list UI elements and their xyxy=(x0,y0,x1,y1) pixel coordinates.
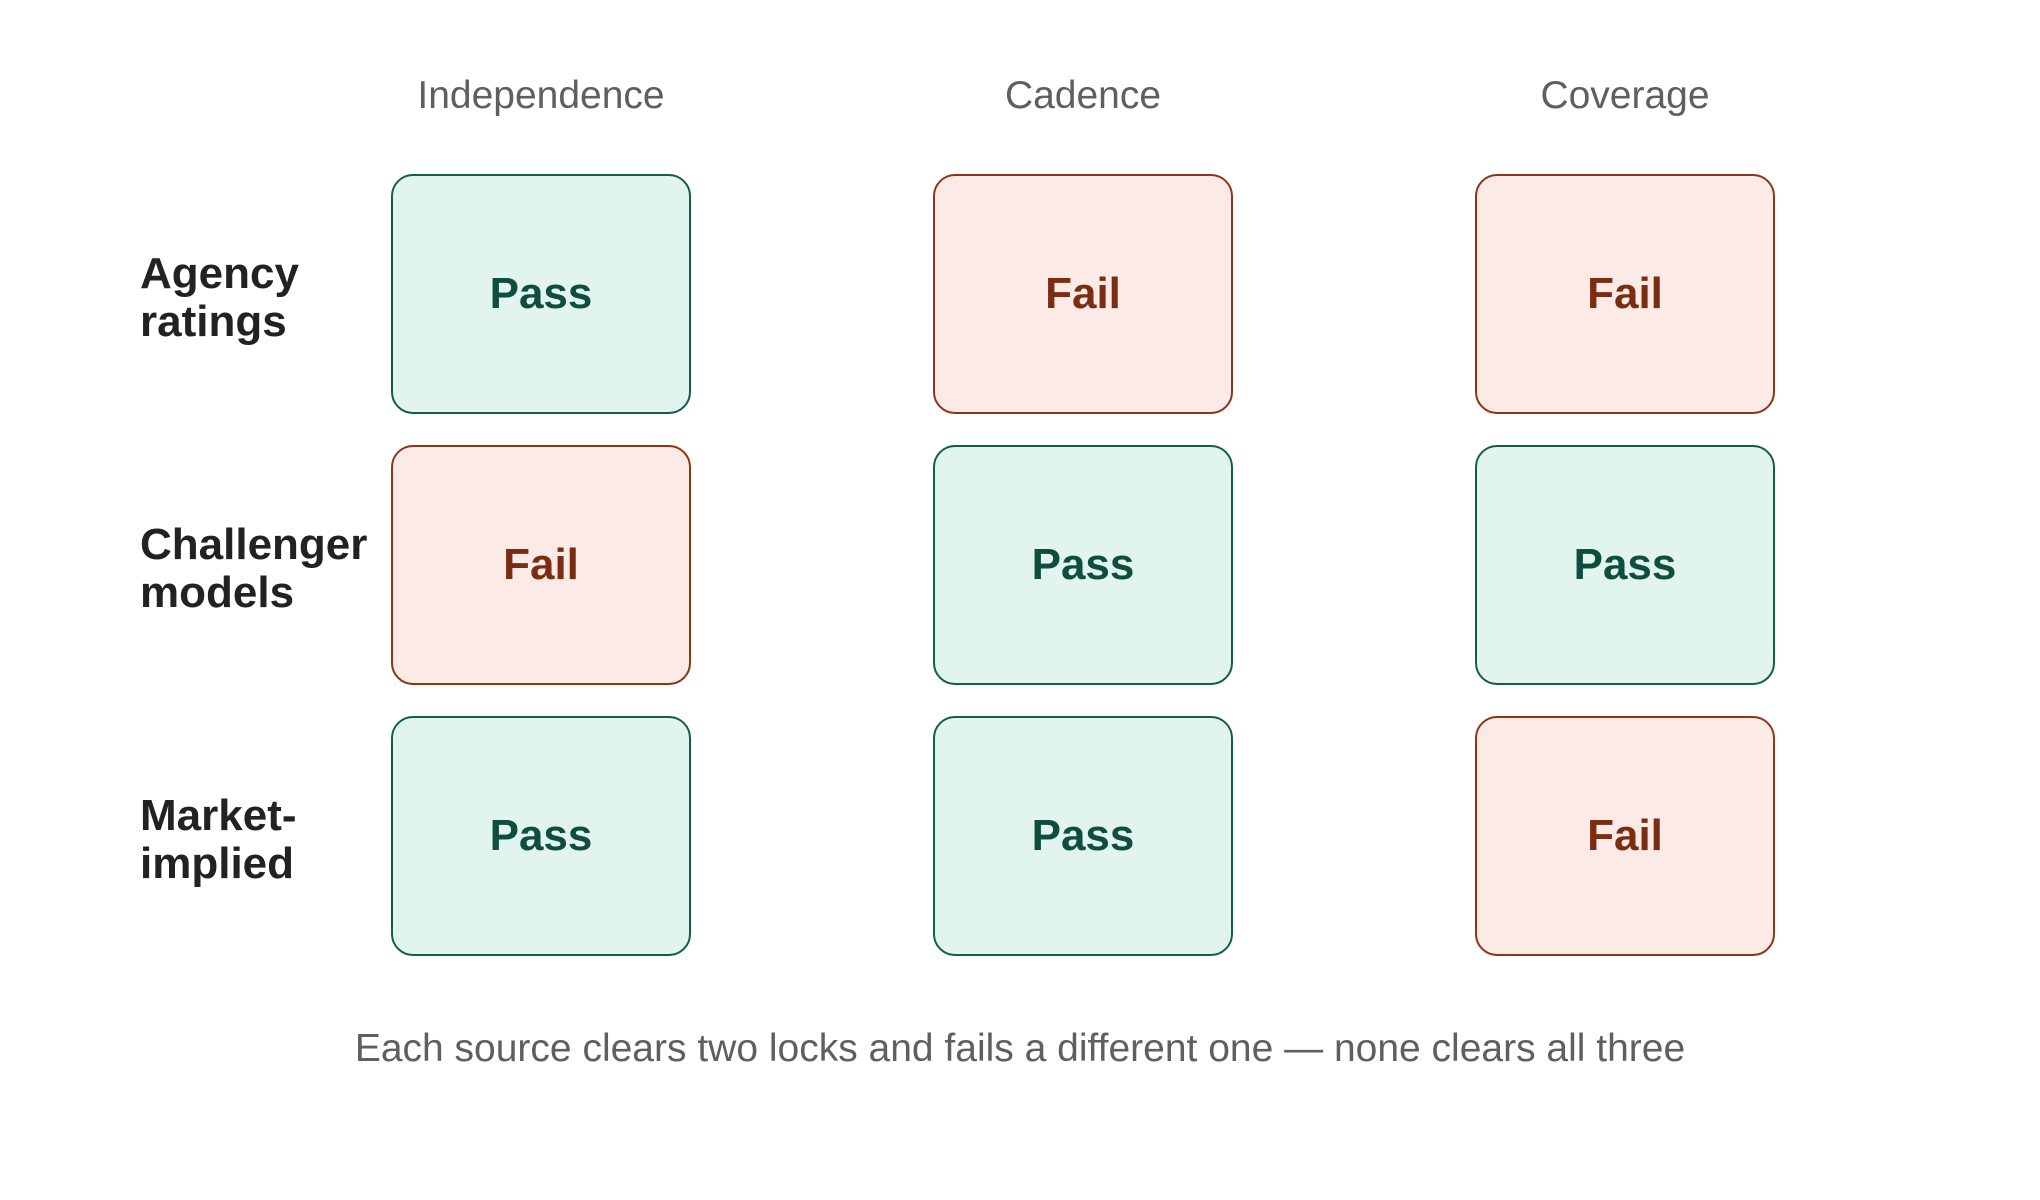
result-cell-market-implied-cadence: Pass xyxy=(933,716,1233,956)
row-label-challenger-models: Challenger models xyxy=(140,520,368,617)
column-header-coverage: Coverage xyxy=(1540,74,1710,117)
row-label-agency-ratings: Agency ratings xyxy=(140,249,299,346)
column-header-cadence: Cadence xyxy=(1004,74,1162,117)
result-cell-market-implied-coverage: Fail xyxy=(1475,716,1775,956)
result-cell-challenger-models-independence: Fail xyxy=(391,445,691,685)
diagram-caption: Each source clears two locks and fails a… xyxy=(354,1027,1686,1070)
result-cell-agency-ratings-cadence: Fail xyxy=(933,174,1233,414)
result-cell-agency-ratings-coverage: Fail xyxy=(1475,174,1775,414)
result-cell-market-implied-independence: Pass xyxy=(391,716,691,956)
result-cell-agency-ratings-independence: Pass xyxy=(391,174,691,414)
result-cell-challenger-models-coverage: Pass xyxy=(1475,445,1775,685)
column-header-independence: Independence xyxy=(417,74,665,117)
row-label-market-implied: Market- implied xyxy=(140,791,297,888)
result-cell-challenger-models-cadence: Pass xyxy=(933,445,1233,685)
